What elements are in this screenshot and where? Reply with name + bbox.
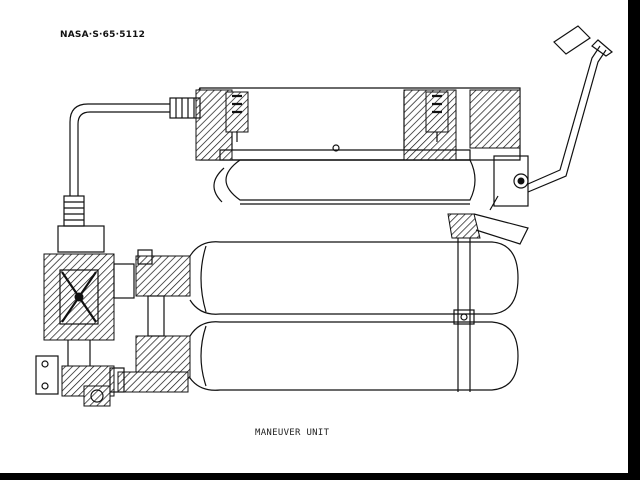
bottle-strap: [447, 195, 529, 392]
maneuver-unit-drawing: [35, 25, 613, 407]
right-fitting-block: [493, 155, 529, 207]
housing-port: [332, 144, 340, 152]
bottle-manifold: [109, 249, 191, 393]
pressure-bottle-upper: [189, 241, 519, 315]
upper-valve-left: [225, 91, 249, 142]
regulator-assembly: [35, 225, 135, 407]
housing-right-hatch: [469, 89, 521, 149]
drawing-sheet: NASA·S·65·5112 MANEUVER UNIT: [0, 0, 628, 473]
feed-tube: [63, 97, 201, 227]
reference-number: NASA·S·65·5112: [60, 30, 146, 40]
upper-manifold-tube: [213, 159, 476, 205]
upper-valve-right: [425, 91, 449, 142]
nozzle-icon: [553, 25, 591, 55]
nozzle-arm: [527, 25, 613, 193]
figure-caption: MANEUVER UNIT: [255, 428, 330, 438]
pressure-bottle-lower: [189, 321, 519, 391]
